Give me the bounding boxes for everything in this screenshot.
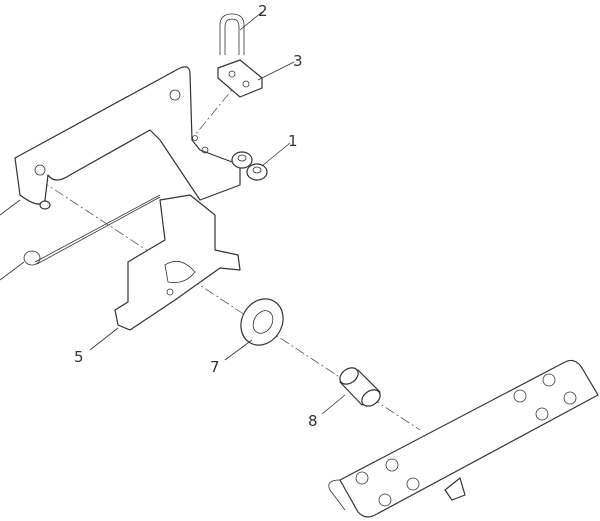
assembly-axis-line <box>194 79 241 136</box>
u-bolt <box>219 13 245 55</box>
washer <box>240 298 284 346</box>
spring <box>23 194 161 266</box>
nuts <box>231 151 268 181</box>
pedal-holes <box>355 373 577 507</box>
pedal-plate <box>328 359 599 518</box>
pedal-lever <box>114 194 241 331</box>
callout-5: 5 <box>74 348 84 366</box>
callout-7: 7 <box>210 358 220 376</box>
callout-1: 1 <box>288 132 298 150</box>
callout-3: 3 <box>293 52 303 70</box>
clamp-plate <box>217 59 263 98</box>
mounting-bracket <box>14 66 241 210</box>
callout-8: 8 <box>308 412 318 430</box>
bushing <box>339 367 381 407</box>
callout-2: 2 <box>258 2 268 20</box>
leader-lines <box>0 11 346 415</box>
